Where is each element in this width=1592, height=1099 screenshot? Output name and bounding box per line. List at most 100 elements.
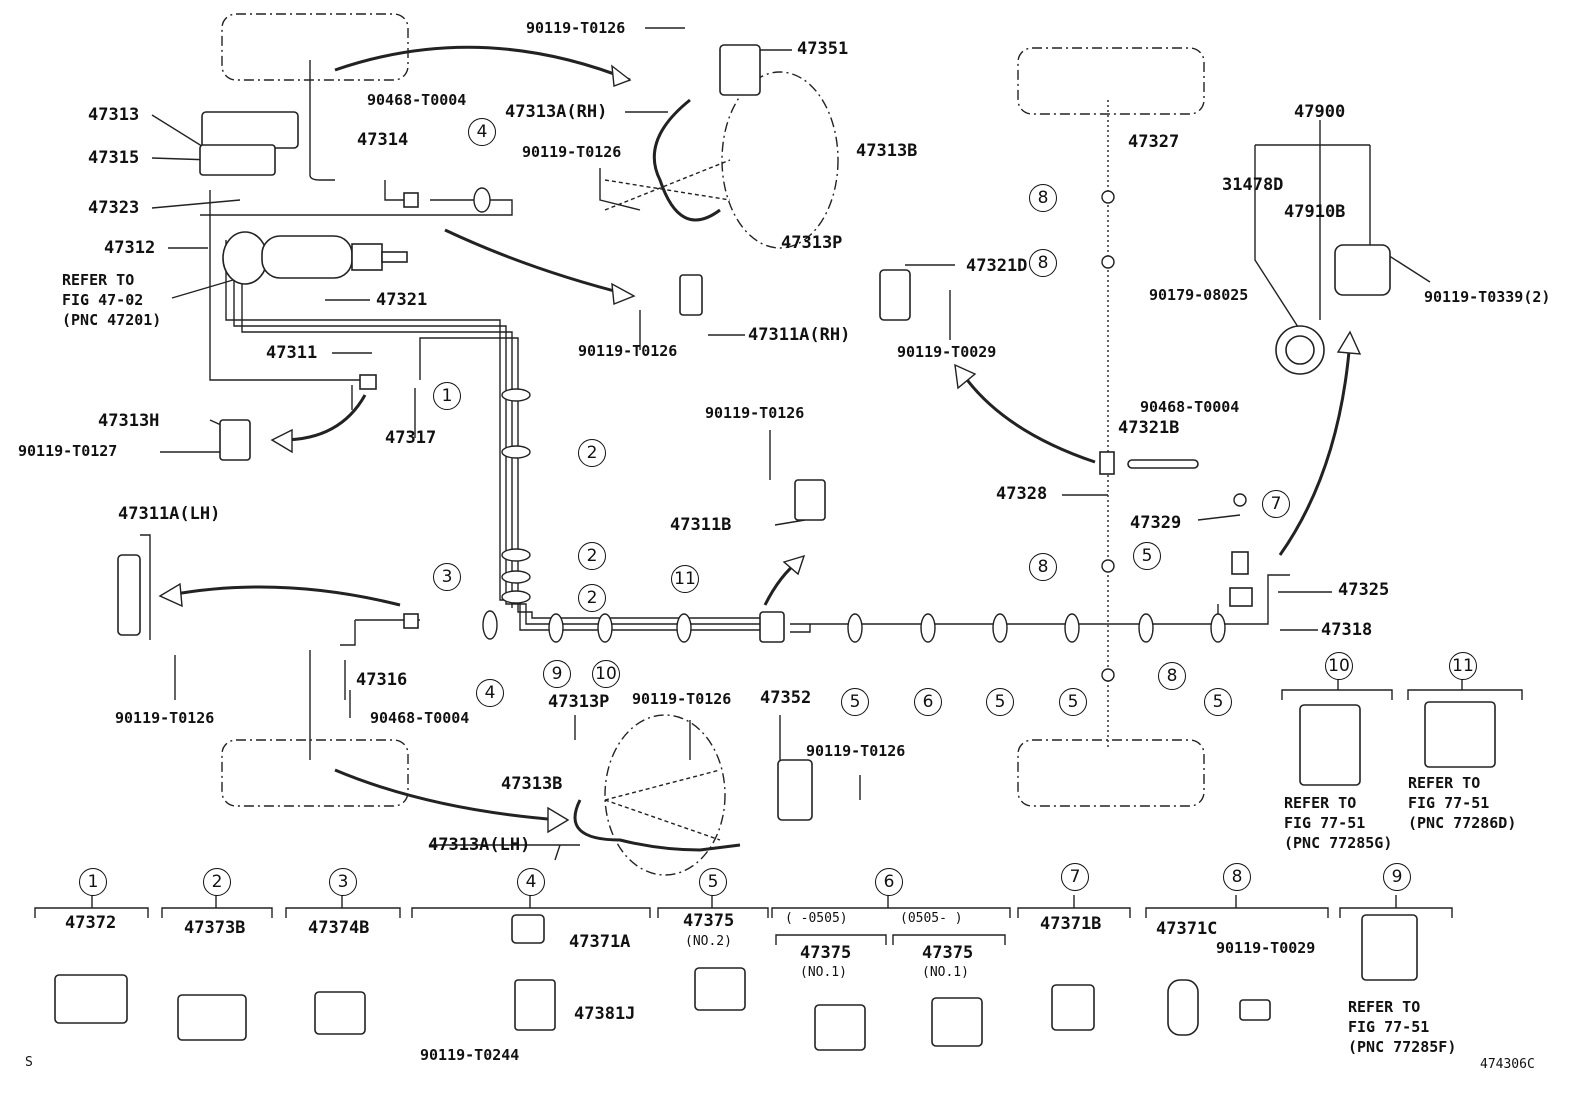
clip-marker-5: 5 xyxy=(841,688,869,716)
callout-90468-T0004: 90468-T0004 xyxy=(367,91,467,109)
arrow-to-47321D xyxy=(958,369,1096,464)
clip-marker-5: 5 xyxy=(986,688,1014,716)
legend-num-2: 2 xyxy=(203,868,231,896)
corner-mark: S xyxy=(25,1055,33,1070)
clip-marker-2: 2 xyxy=(578,584,606,612)
legend-part: 47371B xyxy=(1040,914,1102,934)
clip-marker-10: 10 xyxy=(592,660,620,688)
sensor-47900 xyxy=(1334,244,1391,296)
callout-90119-T0029: 90119-T0029 xyxy=(897,343,997,361)
clip-marker-7: 7 xyxy=(1262,490,1290,518)
callout-47313B: 47313B xyxy=(856,141,918,161)
arrow-to-47311A-LH xyxy=(169,585,401,607)
callout-90119-T0127: 90119-T0127 xyxy=(18,442,118,460)
callout-90119-T0126: 90119-T0126 xyxy=(806,742,906,760)
legend-part: 47375 xyxy=(683,911,735,931)
callout-47323: 47323 xyxy=(88,198,140,218)
refer-note-10: REFER TO FIG 77-51 (PNC 77285G) xyxy=(1284,794,1393,852)
callout-47313P: 47313P xyxy=(548,692,610,712)
clip-marker-5: 5 xyxy=(1204,688,1232,716)
legend-num-3: 3 xyxy=(329,868,357,896)
clip-marker-5: 5 xyxy=(1133,542,1161,570)
junction-47328 xyxy=(1099,451,1115,475)
callout-47311: 47311 xyxy=(266,343,318,363)
legend-part: 47371A xyxy=(569,932,631,952)
bracket-47351 xyxy=(719,44,761,96)
callout-47321: 47321 xyxy=(376,290,428,310)
callout-47313P: 47313P xyxy=(781,233,843,253)
valve-47311 xyxy=(359,374,377,390)
legend-part: 90119-T0244 xyxy=(420,1046,520,1064)
master-cylinder xyxy=(222,231,268,285)
callout-47900: 47900 xyxy=(1294,102,1346,122)
clip-marker-4: 4 xyxy=(468,118,496,146)
callout-47329: 47329 xyxy=(1130,513,1182,533)
callout-90468-T0004: 90468-T0004 xyxy=(370,709,470,727)
ref-box-rear-bottom xyxy=(1017,739,1205,807)
refer-note-9: REFER TO FIG 77-51 (PNC 77285F) xyxy=(1348,998,1457,1056)
arrow-to-47900 xyxy=(1278,339,1352,556)
callout-90119-T0126: 90119-T0126 xyxy=(632,690,732,708)
callout-47313H: 47313H xyxy=(98,411,160,431)
callout-47314: 47314 xyxy=(357,130,409,150)
ref-box-rear-top xyxy=(1017,47,1205,115)
bracket-47321D xyxy=(879,269,911,321)
bracket-47352 xyxy=(777,759,813,821)
callout-90179-08025: 90179-08025 xyxy=(1149,286,1249,304)
callout-47910B: 47910B xyxy=(1284,202,1346,222)
clip-marker-8: 8 xyxy=(1029,184,1057,212)
legend-part: 47381J xyxy=(574,1004,636,1024)
callout-47318: 47318 xyxy=(1321,620,1373,640)
arrow-to-front-rh xyxy=(334,45,631,82)
clip-marker-4: 4 xyxy=(476,679,504,707)
callout-90119-T0126: 90119-T0126 xyxy=(705,404,805,422)
callout-47317: 47317 xyxy=(385,428,437,448)
reservoir xyxy=(201,111,299,149)
callout-47311A-LH: 47311A(LH) xyxy=(118,504,221,524)
legend-part: 90119-T0029 xyxy=(1216,939,1316,957)
arrow-to-47313H xyxy=(281,394,367,442)
legend-num-8: 8 xyxy=(1223,863,1251,891)
callout-47313A-RH: 47313A(RH) xyxy=(505,102,608,122)
refer-note-main: REFER TO FIG 47-02 (PNC 47201) xyxy=(62,271,162,329)
callout-47316: 47316 xyxy=(356,670,408,690)
ref-box-front-bottom xyxy=(221,739,409,807)
callout-47351: 47351 xyxy=(797,39,849,59)
junction-47311B xyxy=(794,479,826,521)
legend-part: 47375 xyxy=(922,943,974,963)
diagram-code: 474306C xyxy=(1480,1057,1535,1072)
legend-num-5: 5 xyxy=(699,868,727,896)
legend-part: 47372 xyxy=(65,913,117,933)
legend-num-7: 7 xyxy=(1061,863,1089,891)
legend-part: (NO.1) xyxy=(800,965,847,980)
callout-47315: 47315 xyxy=(88,148,140,168)
clip-marker-3: 3 xyxy=(433,563,461,591)
callout-47327: 47327 xyxy=(1128,132,1180,152)
junction-47311A-RH xyxy=(679,274,703,316)
callout-47321D: 47321D xyxy=(966,256,1028,276)
callout-31478D: 31478D xyxy=(1222,175,1284,195)
junction-47311A-LH xyxy=(117,554,141,636)
callout-90119-T0126: 90119-T0126 xyxy=(115,709,215,727)
callout-47352: 47352 xyxy=(760,688,812,708)
callout-90119-T0126: 90119-T0126 xyxy=(522,143,622,161)
legend-part: 47373B xyxy=(184,918,246,938)
ref-box-front-top xyxy=(221,13,409,81)
callout-47321B: 47321B xyxy=(1118,418,1180,438)
callout-47312: 47312 xyxy=(104,238,156,258)
legend-part: (NO.2) xyxy=(685,934,732,949)
legend-num-11: 11 xyxy=(1449,652,1477,680)
arrow-to-47311A-RH xyxy=(444,228,631,297)
clip-marker-6: 6 xyxy=(914,688,942,716)
hose-47321B xyxy=(1127,459,1199,469)
clip-marker-8: 8 xyxy=(1029,249,1057,277)
callout-90119-T0339: 90119-T0339(2) xyxy=(1424,288,1551,306)
clip-marker-11: 11 xyxy=(671,565,699,593)
legend-part: 47375 xyxy=(800,943,852,963)
legend-part: 47371C xyxy=(1156,919,1218,939)
legend-num-1: 1 xyxy=(79,868,107,896)
legend-num-9: 9 xyxy=(1383,863,1411,891)
legend-part: 47374B xyxy=(308,918,370,938)
